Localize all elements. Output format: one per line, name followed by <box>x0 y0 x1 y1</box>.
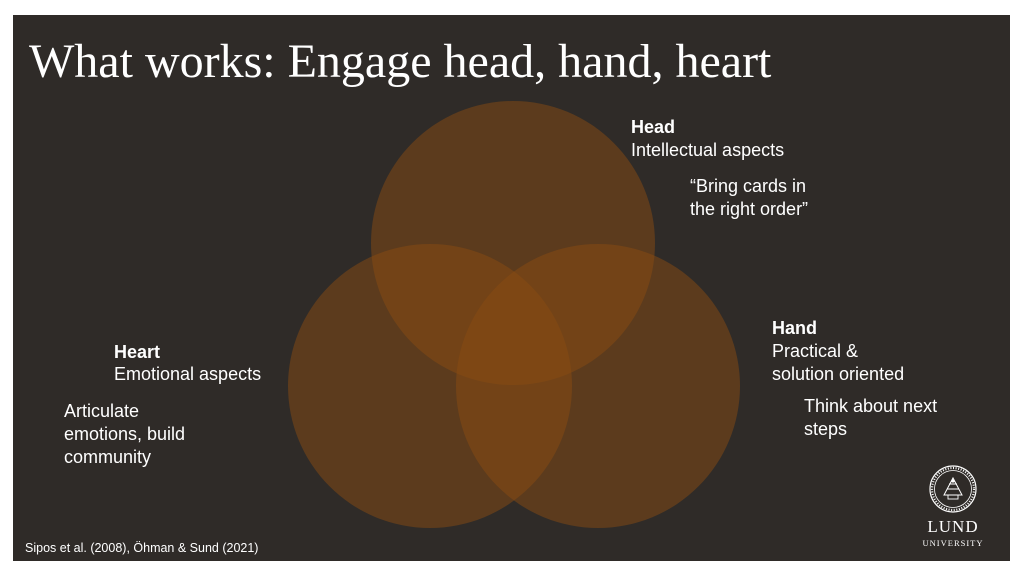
head-example-line-2: the right order” <box>690 199 809 219</box>
venn-diagram <box>288 101 740 528</box>
hand-circle <box>456 244 740 528</box>
heart-subtitle: Emotional aspects <box>114 364 262 384</box>
university-seal-icon <box>929 465 977 513</box>
head-subtitle: Intellectual aspects <box>631 140 785 160</box>
head-heading: Head <box>631 117 676 137</box>
hand-example-line-1: Think about next <box>804 396 938 416</box>
head-example-line-1: “Bring cards in <box>690 176 807 196</box>
hand-example-line-2: steps <box>804 419 848 439</box>
heart-example-line-3: community <box>64 447 152 467</box>
hand-heading: Hand <box>772 318 817 338</box>
logo-name-sub: UNIVERSITY <box>922 538 984 548</box>
heart-heading: Heart <box>114 342 161 362</box>
slide-title: What works: Engage head, hand, heart <box>29 35 772 88</box>
hand-subtitle-line-1: Practical & <box>772 341 859 361</box>
lund-university-logo: LUND UNIVERSITY <box>918 465 988 553</box>
slide: What works: Engage head, hand, heart Hea… <box>13 15 1010 561</box>
citation: Sipos et al. (2008), Öhman & Sund (2021) <box>25 541 259 555</box>
hand-subtitle-line-2: solution oriented <box>772 364 905 384</box>
logo-name-main: LUND <box>927 517 979 536</box>
heart-example-line-2: emotions, build <box>64 424 186 444</box>
heart-example-line-1: Articulate <box>64 401 140 421</box>
